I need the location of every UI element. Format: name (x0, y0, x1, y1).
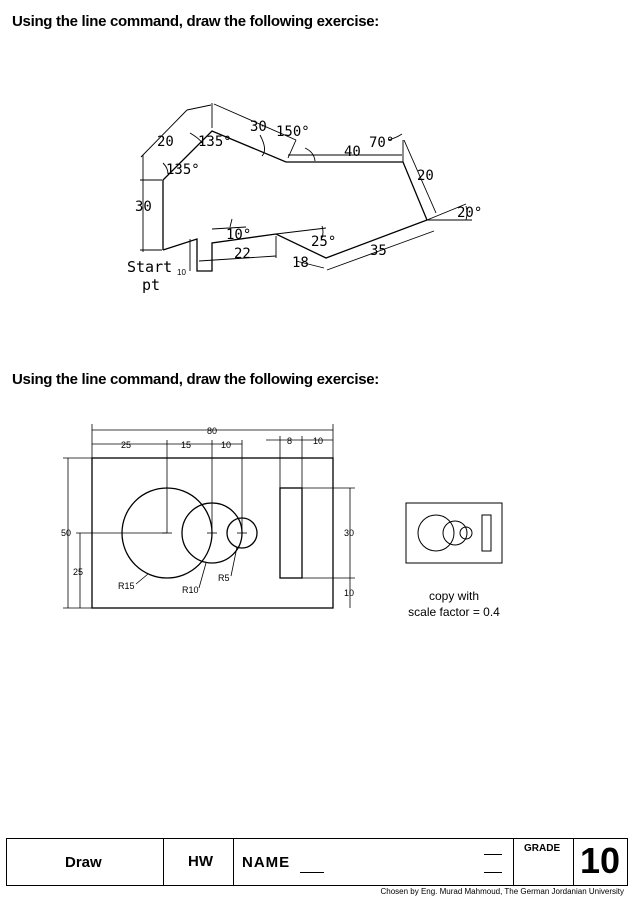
dim-10-small: 10 (177, 268, 186, 277)
circle-r10 (181, 502, 243, 564)
exercise-1-heading: Using the line command, draw the followi… (12, 13, 379, 30)
slot-rectangle (279, 487, 303, 579)
dim-10-right: 10 (344, 588, 354, 598)
dim-150-deg: 150° (276, 124, 310, 140)
dim-18: 18 (292, 255, 309, 271)
dim-25-deg: 25° (311, 234, 336, 250)
name-cell[interactable]: NAME (233, 839, 513, 885)
dim-20-deg: 20° (457, 205, 482, 221)
title-block: Draw HW NAME GRADE 10 (6, 838, 628, 886)
base-rectangle (91, 457, 334, 609)
dim-22: 22 (234, 246, 251, 262)
dim-15: 15 (181, 440, 191, 450)
name-mark-bottom (484, 872, 502, 873)
dim-80: 80 (207, 426, 217, 436)
dim-25-top: 25 (121, 440, 131, 450)
label-r5: R5 (218, 573, 230, 583)
dim-30-top: 30 (250, 119, 267, 135)
dim-70-deg: 70° (369, 135, 394, 151)
dim-40: 40 (344, 144, 361, 160)
exercise-2-heading: Using the line command, draw the followi… (12, 371, 379, 388)
note-scale-factor: scale factor = 0.4 (408, 605, 500, 619)
dim-135-top: 135° (198, 134, 232, 150)
dim-8: 8 (287, 436, 292, 446)
subject-cell: Draw (7, 839, 163, 885)
dim-135-left: 135° (166, 162, 200, 178)
type-label: HW (188, 853, 213, 870)
credit-line: Chosen by Eng. Murad Mahmoud, The German… (380, 887, 624, 896)
subject-label: Draw (65, 854, 102, 871)
dim-25-left: 25 (73, 567, 83, 577)
grade-label-cell: GRADE (513, 839, 573, 885)
exercise-1-dimension-lines (140, 103, 472, 271)
exercise-2-dimension-lines (63, 424, 355, 609)
grade-label: GRADE (524, 843, 561, 854)
dim-30: 30 (344, 528, 354, 538)
dim-10-right-top: 10 (313, 436, 323, 446)
grade-value: 10 (580, 840, 621, 881)
label-r15: R15 (118, 581, 135, 591)
label-r10: R10 (182, 585, 199, 595)
dim-35: 35 (370, 243, 387, 259)
dim-10-deg: 10° (226, 227, 251, 243)
circle-r5 (226, 517, 258, 549)
dim-50: 50 (61, 528, 71, 538)
scaled-copy (405, 502, 503, 564)
dim-10-top: 10 (221, 440, 231, 450)
dim-20: 20 (157, 134, 174, 150)
note-copy: copy with (429, 589, 479, 603)
start-label-pt: pt (142, 276, 160, 294)
circle-r15 (121, 487, 213, 579)
grade-value-cell: 10 (573, 839, 629, 885)
name-label: NAME (242, 854, 291, 871)
name-mark-top (484, 854, 502, 855)
dim-30-left: 30 (135, 199, 152, 215)
name-underline (300, 872, 324, 873)
start-label: Start (127, 258, 172, 276)
dim-20-right: 20 (417, 168, 434, 184)
type-cell: HW (163, 839, 233, 885)
exercise-1-outline (162, 130, 428, 272)
